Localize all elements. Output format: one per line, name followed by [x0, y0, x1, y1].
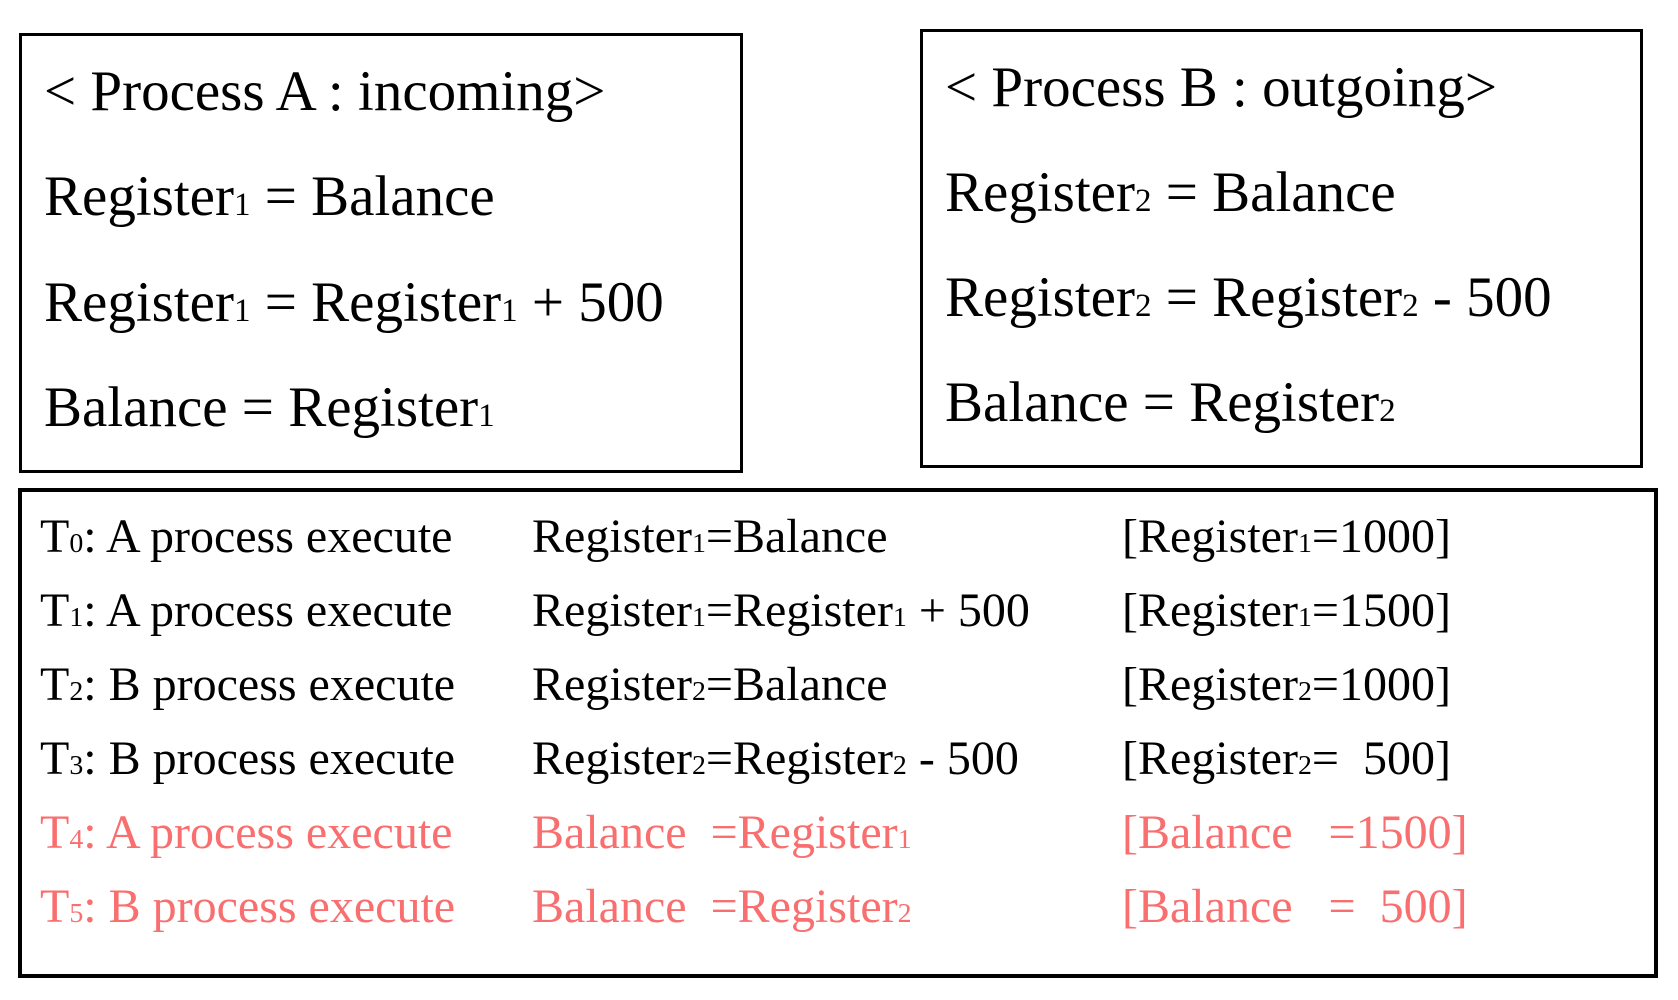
timeline-time-cell: T4: A process execute — [40, 805, 453, 859]
subscript: 4 — [69, 823, 84, 855]
timeline-result-cell: [Balance =1500] — [1122, 805, 1468, 859]
timeline-time-cell: T2: B process execute — [40, 657, 456, 711]
timeline-row-t1: T1: A process execute Register1=Register… — [40, 574, 1654, 648]
subscript: 2 — [892, 749, 907, 781]
subscript: 2 — [691, 749, 706, 781]
timeline-row-t0: T0: A process execute Register1=Balance … — [40, 500, 1654, 574]
subscript: 1 — [892, 601, 907, 633]
timeline-instruction-cell: Register1=Balance — [532, 509, 888, 563]
process-a-line-2: Register1 = Register1 + 500 — [44, 270, 664, 334]
process-b-line-1: Register2 = Balance — [945, 161, 1396, 225]
process-a-line-3: Balance = Register1 — [44, 376, 495, 440]
subscript: 1 — [691, 527, 706, 559]
timeline-instruction-cell: Register2=Balance — [532, 657, 888, 711]
subscript: 1 — [233, 292, 251, 329]
process-b-line-3: Balance = Register2 — [945, 371, 1396, 435]
timeline-instruction-cell: Register2=Register2 - 500 — [532, 731, 1019, 785]
subscript: 1 — [691, 601, 706, 633]
subscript: 2 — [1379, 393, 1396, 430]
process-a-line-1: Register1 = Balance — [44, 165, 495, 229]
timeline-time-cell: T0: A process execute — [40, 509, 453, 563]
subscript: 1 — [233, 187, 251, 224]
timeline-time-cell: T3: B process execute — [40, 731, 456, 785]
subscript: 2 — [1402, 288, 1419, 325]
subscript: 2 — [1134, 288, 1152, 325]
timeline-row-t4: T4: A process execute Balance =Register1… — [40, 796, 1654, 870]
timeline-row-t2: T2: B process execute Register2=Balance … — [40, 648, 1654, 722]
subscript: 3 — [69, 749, 84, 781]
timeline-result-cell: [Register2= 500] — [1122, 731, 1451, 785]
timeline-time-cell: T5: B process execute — [40, 879, 456, 933]
subscript: 1 — [1297, 601, 1312, 633]
subscript: 1 — [501, 292, 518, 329]
subscript: 2 — [1297, 749, 1312, 781]
timeline-instruction-cell: Balance =Register1 — [532, 805, 912, 859]
subscript: 2 — [897, 897, 912, 929]
timeline-row-t3: T3: B process execute Register2=Register… — [40, 722, 1654, 796]
subscript: 0 — [69, 527, 84, 559]
timeline-time-cell: T1: A process execute — [40, 583, 453, 637]
timeline-instruction-cell: Register1=Register1 + 500 — [532, 583, 1030, 637]
timeline-result-cell: [Register2=1000] — [1122, 657, 1451, 711]
timeline-row-t5: T5: B process execute Balance =Register2… — [40, 870, 1654, 944]
timeline-result-cell: [Register1=1500] — [1122, 583, 1451, 637]
subscript: 1 — [897, 823, 912, 855]
process-b-box: < Process B : outgoing> Register2 = Bala… — [920, 29, 1643, 468]
subscript: 1 — [69, 601, 84, 633]
subscript: 1 — [1297, 527, 1312, 559]
timeline-instruction-cell: Balance =Register2 — [532, 879, 912, 933]
timeline-result-cell: [Register1=1000] — [1122, 509, 1451, 563]
subscript: 2 — [691, 675, 706, 707]
process-a-box: < Process A : incoming> Register1 = Bala… — [19, 33, 743, 473]
timeline-result-cell: [Balance = 500] — [1122, 879, 1468, 933]
subscript: 2 — [1134, 183, 1152, 220]
subscript: 1 — [478, 398, 495, 435]
process-a-title: < Process A : incoming> — [44, 60, 606, 123]
subscript: 2 — [69, 675, 84, 707]
subscript: 5 — [69, 897, 84, 929]
process-b-line-2: Register2 = Register2 - 500 — [945, 266, 1552, 330]
process-b-title: < Process B : outgoing> — [945, 56, 1497, 119]
subscript: 2 — [1297, 675, 1312, 707]
execution-timeline-box: T0: A process execute Register1=Balance … — [18, 488, 1658, 978]
